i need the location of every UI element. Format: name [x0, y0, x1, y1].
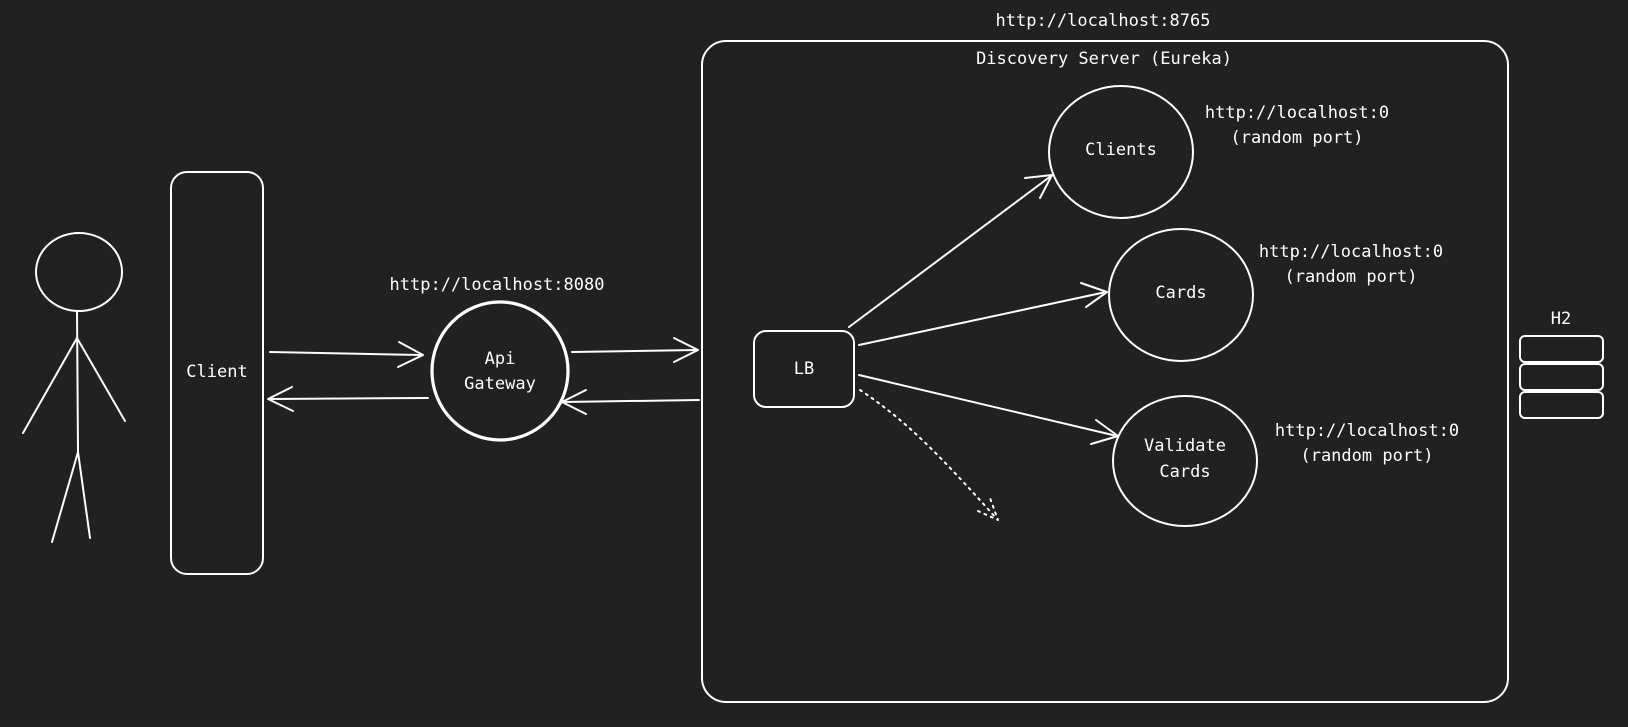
cards-service-node: Cards — [1108, 228, 1254, 362]
lb-label: LB — [794, 359, 814, 379]
client-label: Client — [186, 362, 247, 382]
validate-cards-note: (random port) — [1300, 446, 1433, 466]
clients-service-node: Clients — [1048, 85, 1194, 219]
database-label: H2 — [1551, 309, 1571, 329]
cards-service-url: http://localhost:0 — [1259, 242, 1443, 262]
api-gateway-node: Api Gateway — [430, 300, 570, 442]
discovery-url: http://localhost:8765 — [996, 11, 1211, 31]
arrow-gateway-to-discovery — [571, 337, 699, 363]
discovery-title: Discovery Server (Eureka) — [976, 49, 1232, 69]
gateway-label-line2: Gateway — [464, 374, 536, 394]
arrow-discovery-to-gateway — [561, 389, 700, 415]
validate-cards-service-node: Validate Cards — [1112, 395, 1258, 527]
clients-service-note: (random port) — [1230, 128, 1363, 148]
arrow-lb-to-validate-cards — [858, 374, 1119, 445]
gateway-label-line1: Api — [485, 349, 516, 369]
validate-cards-label-line2: Cards — [1159, 462, 1210, 482]
arrow-lb-dotted — [859, 389, 999, 521]
validate-cards-label-line1: Validate — [1144, 436, 1226, 456]
validate-cards-url: http://localhost:0 — [1275, 421, 1459, 441]
gateway-url: http://localhost:8080 — [390, 275, 605, 295]
clients-service-label: Clients — [1085, 140, 1157, 160]
arrow-lb-to-clients — [848, 174, 1053, 328]
cards-service-label: Cards — [1155, 283, 1206, 303]
arrow-lb-to-cards — [858, 282, 1108, 346]
cards-service-note: (random port) — [1284, 267, 1417, 287]
discovery-server-box: Discovery Server (Eureka) — [701, 40, 1509, 703]
clients-service-url: http://localhost:0 — [1205, 103, 1389, 123]
load-balancer-node: LB — [753, 330, 855, 408]
stick-figure-icon — [22, 232, 126, 543]
client-box: Client — [170, 171, 264, 575]
arrow-client-to-gateway — [269, 341, 424, 368]
database-stack-icon — [1519, 335, 1604, 419]
arrow-gateway-to-client — [267, 386, 429, 412]
